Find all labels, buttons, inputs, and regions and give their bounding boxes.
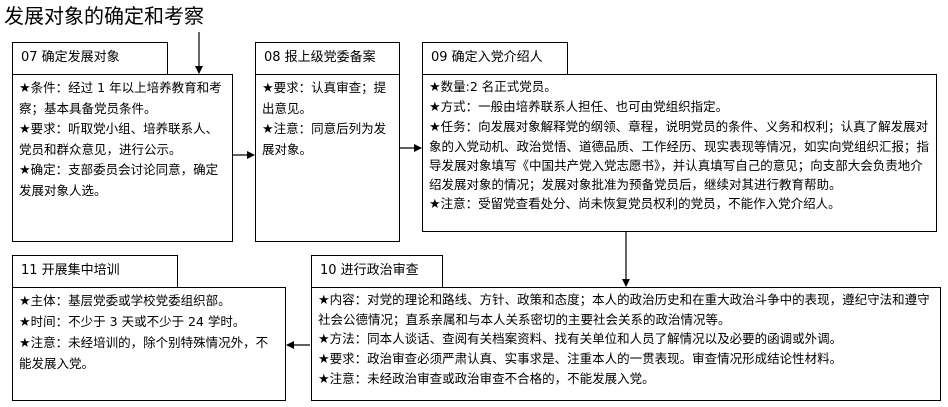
step-09-body: ★数量:2 名正式党员。 ★方式：一般由培养联系人担任、也可由党组织指定。 ★任… — [422, 74, 937, 232]
step-10-item: ★注意：未经政治审查或政治审查不合格的，不能发展入党。 — [318, 371, 655, 387]
star-icon: ★ — [262, 81, 274, 96]
star-icon: ★ — [429, 80, 441, 95]
step-09-item: ★任务：向发展对象解释党的纲领、章程，说明党员的条件、义务和权利；认真了解发展对… — [429, 119, 930, 192]
step-07-item: ★确定：支部委员会讨论同意，确定发展对象人选。 — [19, 162, 219, 198]
step-11-item: ★主体：基层党委或学校党委组织部。 — [19, 293, 231, 309]
step-09-item: ★数量:2 名正式党员。 — [429, 79, 557, 95]
step-09-item: ★注意：受留党查看处分、尚未恢复党员权利的党员，不能作入党介绍人。 — [429, 196, 841, 212]
step-10-body: ★内容：对党的理论和路线、方针、政策和态度；本人的政治历史和在重大政治斗争中的表… — [311, 287, 941, 401]
step-11-title: 11 开展集中培训 — [21, 263, 120, 278]
star-icon: ★ — [262, 122, 274, 137]
step-09-header: 09 确定入党介绍人 — [422, 42, 568, 75]
star-icon: ★ — [318, 293, 330, 308]
star-icon: ★ — [429, 120, 441, 135]
star-icon: ★ — [19, 81, 31, 96]
step-08-item: ★注意：同意后列为发展对象。 — [262, 121, 387, 157]
step-07-title: 07 确定发展对象 — [21, 50, 120, 65]
step-10-title: 10 进行政治审查 — [320, 263, 419, 278]
step-11-item: ★时间：不少于 3 天或不少于 24 学时。 — [19, 314, 246, 330]
step-10-item: ★方法：同本人谈话、查阅有关档案资料、找有关单位和人员了解情况以及必要的函调或外… — [318, 331, 843, 347]
step-10-item: ★要求：政治审查必须严肃认真、实事求是、注重本人的一贯表现。审查情况形成结论性材… — [318, 351, 843, 367]
step-08-item: ★要求：认真审查；提出意见。 — [262, 80, 387, 116]
star-icon: ★ — [19, 122, 31, 137]
step-11-item: ★注意：未经培训的，除个别特殊情况外，不能发展入党。 — [19, 335, 269, 371]
star-icon: ★ — [19, 294, 31, 309]
step-07-header: 07 确定发展对象 — [12, 42, 168, 75]
star-icon: ★ — [19, 336, 31, 351]
diagram-title: 发展对象的确定和考察 — [4, 4, 204, 28]
star-icon: ★ — [19, 163, 31, 178]
step-09-item: ★方式：一般由培养联系人担任、也可由党组织指定。 — [429, 99, 729, 115]
step-09-title: 09 确定入党介绍人 — [431, 50, 543, 65]
step-08-title: 08 报上级党委备案 — [264, 50, 376, 65]
star-icon: ★ — [429, 197, 441, 212]
star-icon: ★ — [318, 372, 330, 387]
step-07-item: ★要求：听取党小组、培养联系人、党员和群众意见，进行公示。 — [19, 121, 219, 157]
step-10-item: ★内容：对党的理论和路线、方针、政策和态度；本人的政治历史和在重大政治斗争中的表… — [318, 292, 930, 327]
step-08-header: 08 报上级党委备案 — [255, 42, 400, 75]
star-icon: ★ — [429, 100, 441, 115]
step-07-body: ★条件：经过 1 年以上培养教育和考察；基本具备党员条件。 ★要求：听取党小组、… — [12, 74, 233, 242]
star-icon: ★ — [318, 352, 330, 367]
step-07-item: ★条件：经过 1 年以上培养教育和考察；基本具备党员条件。 — [19, 80, 222, 116]
star-icon: ★ — [19, 315, 31, 330]
step-11-body: ★主体：基层党委或学校党委组织部。 ★时间：不少于 3 天或不少于 24 学时。… — [12, 287, 286, 401]
star-icon: ★ — [318, 332, 330, 347]
step-08-body: ★要求：认真审查；提出意见。 ★注意：同意后列为发展对象。 — [255, 74, 400, 242]
